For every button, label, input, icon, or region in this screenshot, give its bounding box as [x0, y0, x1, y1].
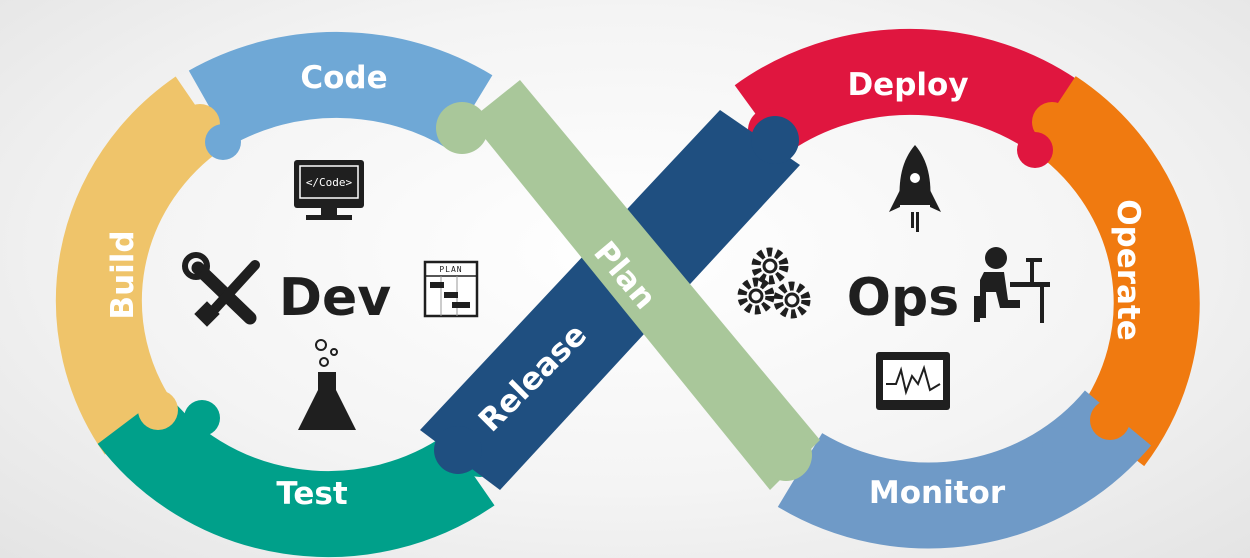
rocket-icon — [889, 145, 941, 232]
svg-text:PLAN: PLAN — [439, 265, 462, 274]
monitoring-screen-icon — [876, 352, 950, 410]
release-knob — [751, 116, 799, 164]
segment-operate — [1027, 76, 1200, 467]
gears-icon — [737, 247, 811, 319]
plan-knob — [760, 429, 812, 481]
label-code: Code — [300, 60, 387, 96]
label-monitor: Monitor — [869, 475, 1006, 511]
segment-test — [97, 391, 495, 558]
person-at-desk-icon — [974, 247, 1050, 323]
segment-build — [55, 76, 225, 455]
hub-label-dev: Dev — [279, 268, 391, 328]
segment-deploy — [734, 28, 1086, 156]
label-build: Build — [105, 230, 141, 319]
label-operate: Operate — [1110, 199, 1146, 341]
label-deploy: Deploy — [847, 67, 968, 103]
segment-monitor — [777, 389, 1152, 549]
flask-icon — [298, 339, 356, 430]
footer-caption: ... ... ... ... — [569, 547, 681, 558]
plan-board-icon: PLAN — [423, 260, 479, 318]
svg-text:</Code>: </Code> — [306, 176, 353, 189]
release-knob — [434, 426, 482, 474]
segment-code — [188, 31, 493, 150]
code-monitor-icon: </Code> — [294, 160, 364, 220]
right-loop — [734, 28, 1200, 549]
hub-label-ops: Ops — [847, 268, 959, 328]
tools-icon — [182, 252, 260, 327]
segment-plan — [470, 80, 820, 490]
left-loop — [55, 31, 495, 558]
segment-release — [420, 110, 800, 490]
label-test: Test — [276, 476, 348, 512]
plan-knob — [436, 102, 488, 154]
